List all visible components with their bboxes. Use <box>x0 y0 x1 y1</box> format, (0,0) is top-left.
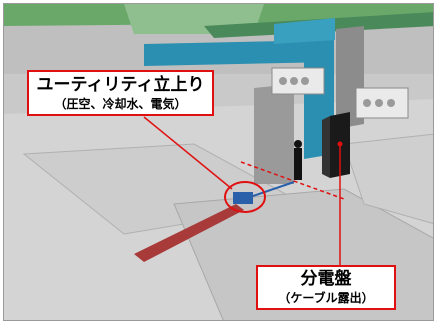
panel-callout: 分電盤 （ケーブル露出） <box>256 265 396 310</box>
column-left <box>254 84 294 184</box>
factory-scene <box>4 4 433 320</box>
duct-upper <box>274 18 335 44</box>
distribution-panel-side <box>322 116 330 178</box>
utility-callout-subtitle: （圧空、冷却水、電気） <box>54 97 187 111</box>
dashed-guide-line <box>240 161 345 200</box>
utility-leader-line <box>143 116 233 190</box>
floor-slab-right <box>343 133 433 224</box>
duct-horizontal <box>144 40 334 66</box>
panel-callout-subtitle: （ケーブル露出） <box>278 291 374 305</box>
diagram-frame <box>3 3 434 321</box>
cable-tray <box>134 204 244 262</box>
utility-callout: ユーティリティ立上り （圧空、冷却水、電気） <box>27 70 214 116</box>
panel-callout-title: 分電盤 <box>300 269 352 289</box>
panel-leader-dot <box>337 141 343 147</box>
utility-pipe <box>252 181 295 197</box>
person <box>294 148 302 180</box>
utility-callout-title: ユーティリティ立上り <box>36 75 205 95</box>
utility-riser <box>233 192 253 204</box>
utility-highlight-circle <box>224 181 266 213</box>
